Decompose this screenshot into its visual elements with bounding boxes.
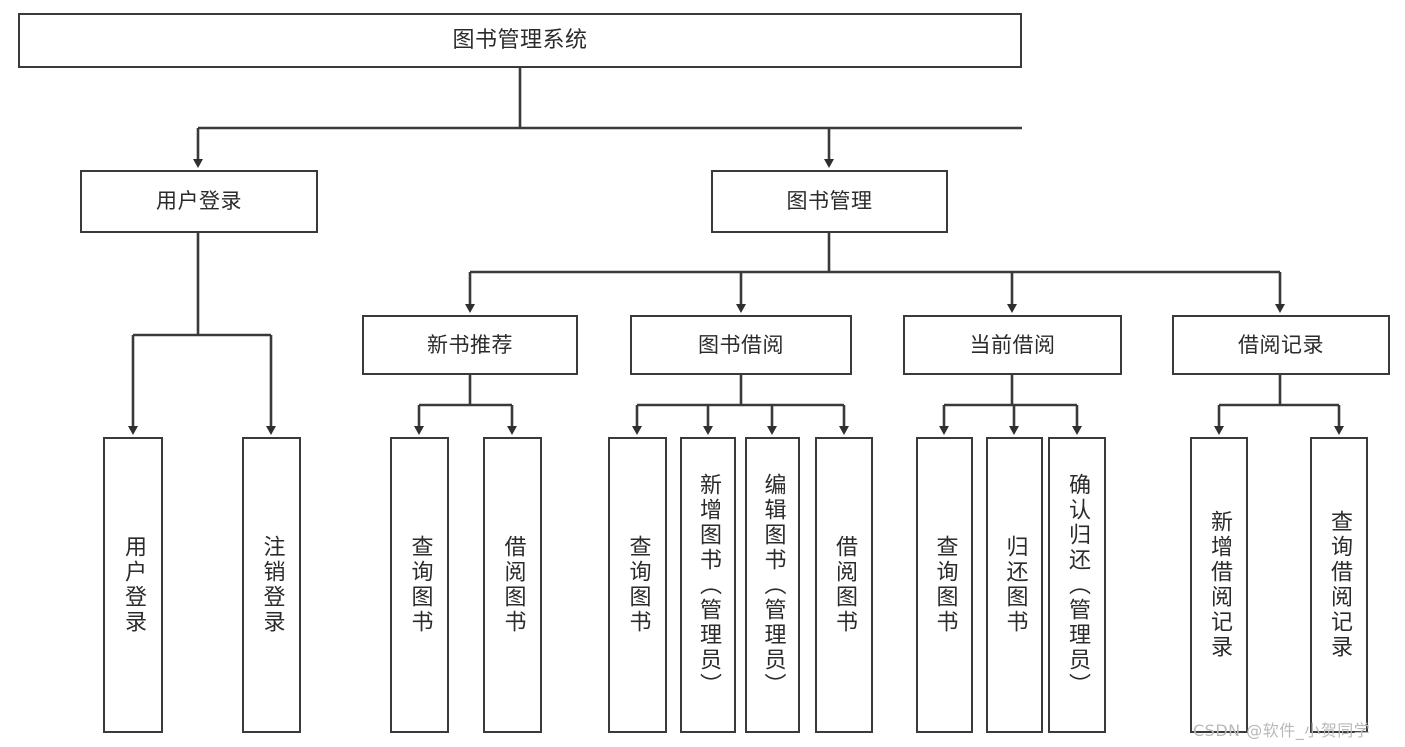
node-leaf-add-record[interactable]: 新增借阅记录 — [1190, 437, 1248, 733]
node-label: 查询借阅记录 — [1327, 510, 1352, 660]
node-leaf-add-book[interactable]: 新增图书（管理员） — [680, 437, 736, 733]
node-root-system[interactable]: 图书管理系统 — [18, 13, 1022, 68]
node-label: 借阅图书 — [500, 535, 526, 635]
node-leaf-logout[interactable]: 注销登录 — [242, 437, 301, 733]
node-label: 新增借阅记录 — [1207, 510, 1232, 660]
node-label: 确认归还（管理员） — [1065, 472, 1090, 698]
node-label: 图书管理系统 — [452, 27, 588, 53]
node-leaf-query-book-2[interactable]: 查询图书 — [608, 437, 667, 733]
node-new-book-rec[interactable]: 新书推荐 — [362, 315, 578, 375]
node-leaf-query-record[interactable]: 查询借阅记录 — [1310, 437, 1368, 733]
node-label: 当前借阅 — [969, 332, 1056, 357]
node-current-borrow[interactable]: 当前借阅 — [903, 315, 1122, 375]
node-label: 查询图书 — [932, 535, 958, 635]
node-label: 归还图书 — [1002, 535, 1028, 635]
node-label: 用户登录 — [121, 535, 146, 635]
node-label: 图书管理 — [786, 189, 873, 214]
node-label: 新增图书（管理员） — [696, 472, 721, 698]
node-book-borrow[interactable]: 图书借阅 — [630, 315, 852, 375]
node-leaf-query-book-3[interactable]: 查询图书 — [916, 437, 973, 733]
node-leaf-borrow-book-2[interactable]: 借阅图书 — [815, 437, 873, 733]
node-leaf-edit-book[interactable]: 编辑图书（管理员） — [745, 437, 800, 733]
node-label: 新书推荐 — [427, 332, 513, 357]
node-borrow-record[interactable]: 借阅记录 — [1172, 315, 1390, 375]
node-label: 注销登录 — [259, 535, 285, 635]
node-leaf-borrow-book-1[interactable]: 借阅图书 — [483, 437, 542, 733]
node-leaf-confirm-return[interactable]: 确认归还（管理员） — [1048, 437, 1106, 733]
node-label: 编辑图书（管理员） — [760, 472, 786, 698]
node-label: 用户登录 — [156, 189, 242, 214]
node-leaf-query-book-1[interactable]: 查询图书 — [390, 437, 449, 733]
node-book-manage[interactable]: 图书管理 — [711, 170, 948, 233]
node-leaf-user-login[interactable]: 用户登录 — [103, 437, 163, 733]
csdn-watermark: CSDN @软件_小贺同学 — [1193, 721, 1371, 740]
node-user-login[interactable]: 用户登录 — [80, 170, 318, 233]
node-label: 查询图书 — [625, 535, 651, 635]
node-leaf-return-book[interactable]: 归还图书 — [986, 437, 1043, 733]
node-label: 查询图书 — [407, 535, 433, 635]
node-label: 借阅图书 — [832, 535, 857, 635]
node-label: 借阅记录 — [1238, 332, 1324, 357]
node-label: 图书借阅 — [698, 332, 784, 357]
